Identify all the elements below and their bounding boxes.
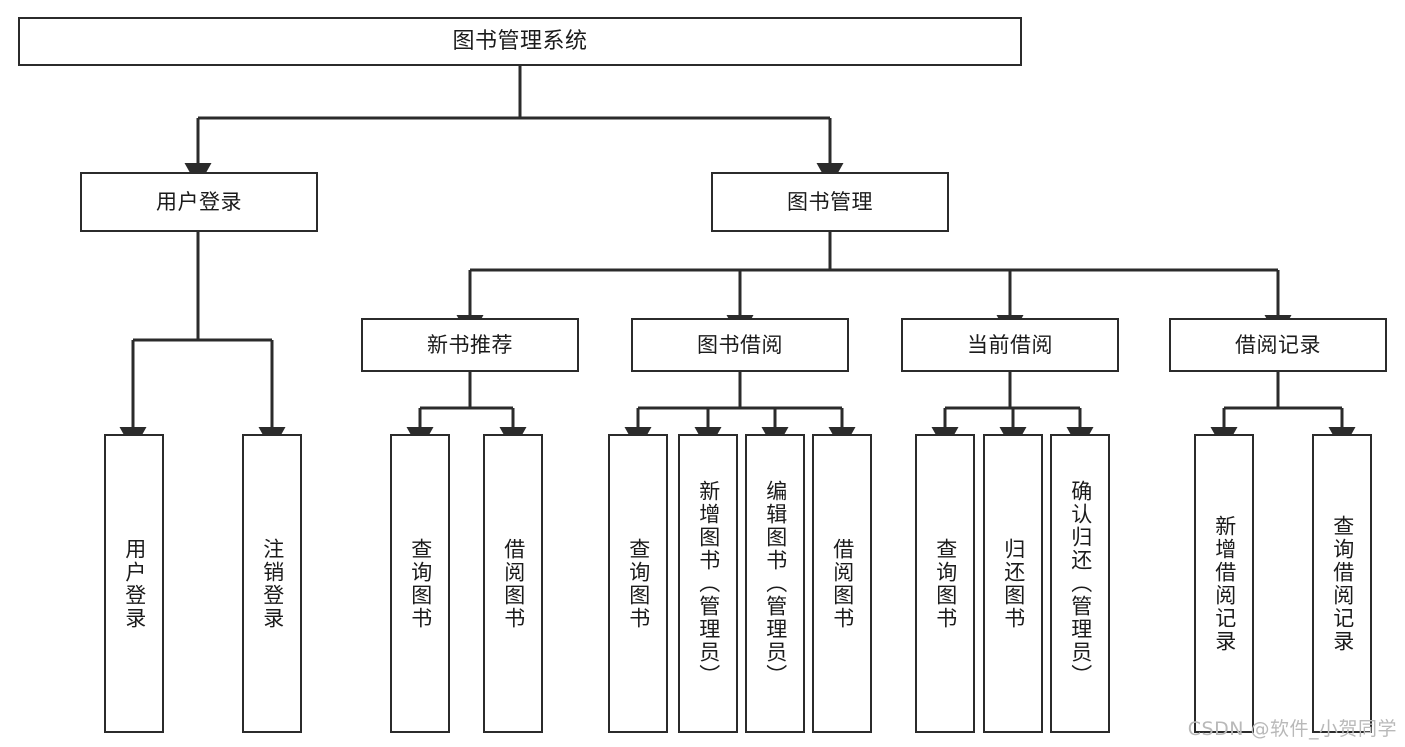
- node-label: 归还图书: [1001, 537, 1026, 630]
- node-current-borrow[interactable]: 当前借阅: [901, 318, 1119, 372]
- node-label: 新增图书（管理员）: [696, 480, 721, 687]
- node-label: 注销登录: [260, 537, 285, 630]
- node-label: 查询借阅记录: [1330, 514, 1355, 653]
- node-label: 用户登录: [122, 537, 147, 630]
- node-label: 借阅图书: [830, 537, 855, 630]
- csdn-watermark: CSDN @软件_小贺同学: [1187, 718, 1397, 740]
- node-root-book-management-system[interactable]: 图书管理系统: [18, 17, 1022, 66]
- leaf-query-book-3[interactable]: 查询图书: [915, 434, 975, 733]
- node-label: 新增借阅记录: [1212, 514, 1237, 653]
- leaf-edit-book[interactable]: 编辑图书（管理员）: [745, 434, 805, 733]
- node-label: 借阅图书: [501, 537, 526, 630]
- node-label: 确认归还（管理员）: [1068, 480, 1093, 687]
- leaf-borrow-book-2[interactable]: 借阅图书: [812, 434, 872, 733]
- leaf-return-book[interactable]: 归还图书: [983, 434, 1043, 733]
- node-label: 图书管理系统: [452, 28, 588, 54]
- node-borrow-record[interactable]: 借阅记录: [1169, 318, 1387, 372]
- leaf-add-book[interactable]: 新增图书（管理员）: [678, 434, 738, 733]
- leaf-query-book-2[interactable]: 查询图书: [608, 434, 668, 733]
- leaf-query-book-1[interactable]: 查询图书: [390, 434, 450, 733]
- leaf-user-logout[interactable]: 注销登录: [242, 434, 302, 733]
- node-label: 查询图书: [933, 537, 958, 630]
- leaf-borrow-book-1[interactable]: 借阅图书: [483, 434, 543, 733]
- node-user-login[interactable]: 用户登录: [80, 172, 318, 232]
- leaf-user-login[interactable]: 用户登录: [104, 434, 164, 733]
- node-book-borrow[interactable]: 图书借阅: [631, 318, 849, 372]
- node-label: 用户登录: [156, 189, 242, 214]
- leaf-query-record[interactable]: 查询借阅记录: [1312, 434, 1372, 733]
- node-book-manage[interactable]: 图书管理: [711, 172, 949, 232]
- node-label: 新书推荐: [427, 332, 513, 357]
- node-label: 当前借阅: [967, 332, 1053, 357]
- leaf-add-record[interactable]: 新增借阅记录: [1194, 434, 1254, 733]
- node-new-book-recommend[interactable]: 新书推荐: [361, 318, 579, 372]
- node-label: 查询图书: [626, 537, 651, 630]
- node-label: 查询图书: [408, 537, 433, 630]
- node-label: 图书管理: [787, 189, 873, 214]
- leaf-confirm-return[interactable]: 确认归还（管理员）: [1050, 434, 1110, 733]
- node-label: 借阅记录: [1235, 332, 1321, 357]
- node-label: 图书借阅: [697, 332, 783, 357]
- node-label: 编辑图书（管理员）: [763, 480, 788, 687]
